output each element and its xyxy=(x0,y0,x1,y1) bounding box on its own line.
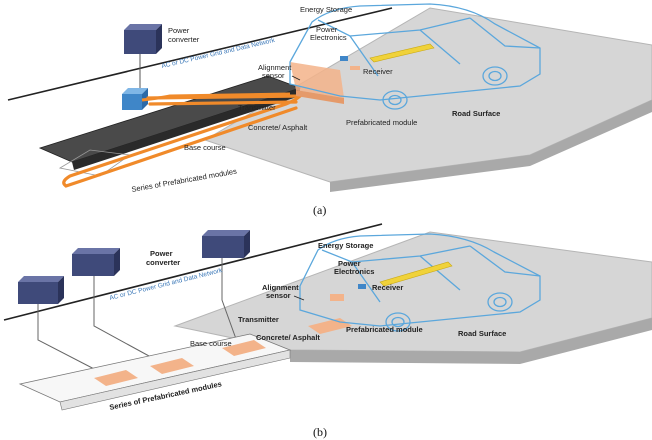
panel-b: Power converter AC or DC Power Grid and … xyxy=(3,223,652,439)
power-converter-b1 xyxy=(18,276,64,304)
grid-line-b xyxy=(3,223,383,321)
label-transmitter-a: Transmitter xyxy=(238,103,276,112)
label-power-converter-b2: converter xyxy=(146,258,180,267)
label-alignment-a2: sensor xyxy=(262,71,285,80)
prefab-module-b3 xyxy=(222,340,266,356)
label-energy-storage-b: Energy Storage xyxy=(318,241,373,250)
label-series-a: Series of Prefabricated modules xyxy=(131,167,238,194)
power-converter-b3 xyxy=(202,230,250,258)
label-power-converter-b: Power xyxy=(150,249,173,258)
power-electronics-a xyxy=(340,56,348,61)
car-outline-a xyxy=(289,3,541,110)
label-alignment-a: Alignment xyxy=(258,63,292,72)
label-power-converter-a: Power xyxy=(168,26,190,35)
caption-b: (b) xyxy=(313,425,327,439)
label-power-electronics-a: Power xyxy=(316,25,338,34)
label-transmitter-b: Transmitter xyxy=(238,315,279,324)
transmitter-coil-a xyxy=(62,94,302,188)
receiver-a xyxy=(350,66,360,70)
grid-line-a xyxy=(7,7,393,101)
road-edge-a xyxy=(330,100,652,192)
caption-a: (a) xyxy=(313,203,326,217)
label-receiver-a: Receiver xyxy=(363,67,393,76)
panel-a: Power converter AC or DC Power Grid and … xyxy=(7,3,652,217)
energy-storage-a xyxy=(369,43,435,63)
label-power-electronics-a2: Electronics xyxy=(310,33,347,42)
label-concrete-a: Concrete/ Asphalt xyxy=(248,123,308,132)
label-concrete-b: Concrete/ Asphalt xyxy=(256,333,320,342)
prefab-module-a xyxy=(290,62,344,98)
label-power-electronics-b2: Electronics xyxy=(334,267,374,276)
label-power-electronics-b: Power xyxy=(338,259,361,268)
energy-storage-b xyxy=(379,261,453,287)
label-grid-network-b: AC or DC Power Grid and Data Network xyxy=(109,267,224,302)
power-converter-a xyxy=(124,24,162,54)
prefab-module-b2 xyxy=(150,358,194,374)
power-converter-b2 xyxy=(72,248,120,276)
prefab-module-b1 xyxy=(94,370,138,386)
car-outline-b xyxy=(299,233,541,332)
label-receiver-b: Receiver xyxy=(372,283,403,292)
label-road-surface-b: Road Surface xyxy=(458,329,506,338)
label-base-course-b: Base course xyxy=(190,339,232,348)
label-prefab-module-a: Prefabricated module xyxy=(346,118,417,127)
power-electronics-b xyxy=(358,284,366,289)
label-alignment-b: Alignment xyxy=(262,283,299,292)
label-power-converter-a2: converter xyxy=(168,35,200,44)
junction-box-a xyxy=(122,88,148,110)
label-base-course-a: Base course xyxy=(184,143,226,152)
label-alignment-b2: sensor xyxy=(266,291,291,300)
receiver-b xyxy=(330,294,344,301)
label-energy-storage-a: Energy Storage xyxy=(300,5,352,14)
label-prefab-module-b: Prefabricated module xyxy=(346,325,423,334)
label-road-surface-a: Road Surface xyxy=(452,109,500,118)
